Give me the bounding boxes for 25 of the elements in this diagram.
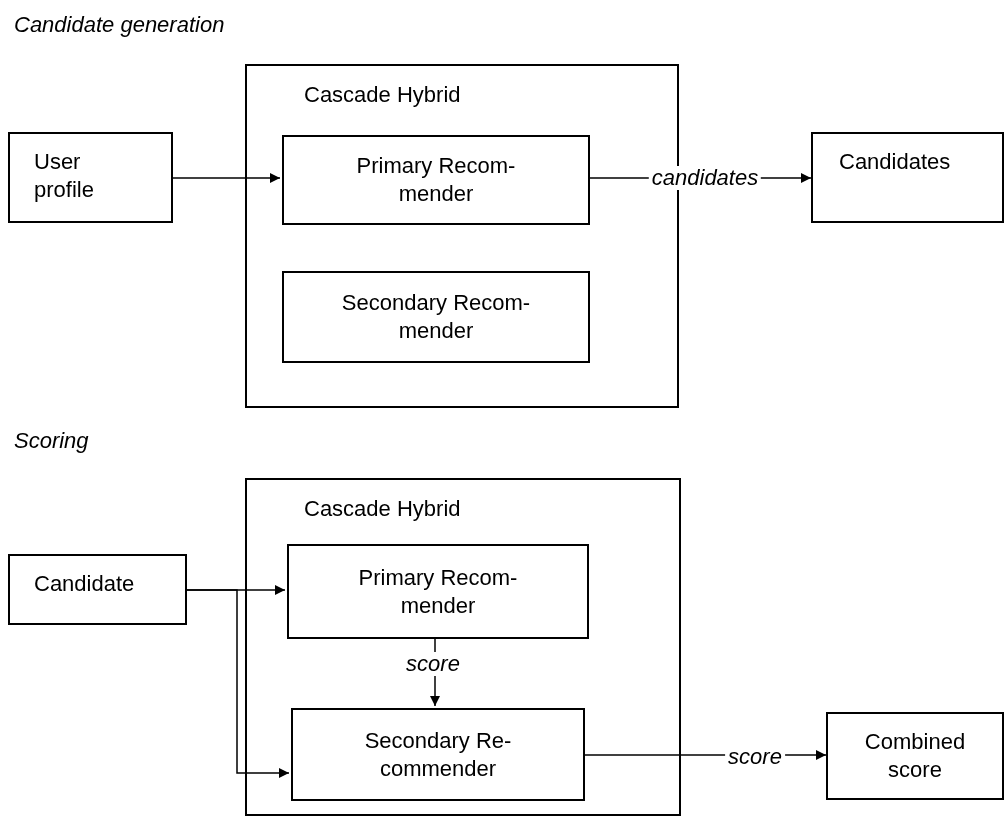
node-text: Combined score: [863, 728, 967, 784]
process-box: [287, 544, 589, 639]
group-box: [245, 478, 681, 816]
group-heading: Cascade Hybrid: [304, 495, 461, 523]
process-box: [291, 708, 585, 801]
process-box: [8, 554, 187, 625]
section-title: Candidate generation: [14, 11, 225, 39]
node-text: User profile: [34, 148, 95, 204]
arrow: [172, 173, 281, 183]
arrow: [186, 589, 290, 778]
section-title: Scoring: [14, 427, 89, 455]
process-box: [282, 135, 590, 225]
node-text: Primary Recom- mender: [357, 563, 519, 620]
process-box: [8, 132, 173, 223]
node-text: Primary Recom- mender: [355, 152, 517, 208]
node-text: Secondary Recom- mender: [340, 289, 532, 345]
process-box: [282, 271, 590, 363]
process-box: [811, 132, 1004, 223]
edge-label: score: [403, 652, 463, 676]
node-text: Candidate: [34, 570, 135, 598]
process-box: [826, 712, 1004, 800]
node-text: Secondary Re- commender: [363, 726, 513, 783]
node-text: Candidates: [839, 148, 951, 176]
edge-label: candidates: [648, 166, 762, 190]
group-heading: Cascade Hybrid: [304, 81, 461, 109]
